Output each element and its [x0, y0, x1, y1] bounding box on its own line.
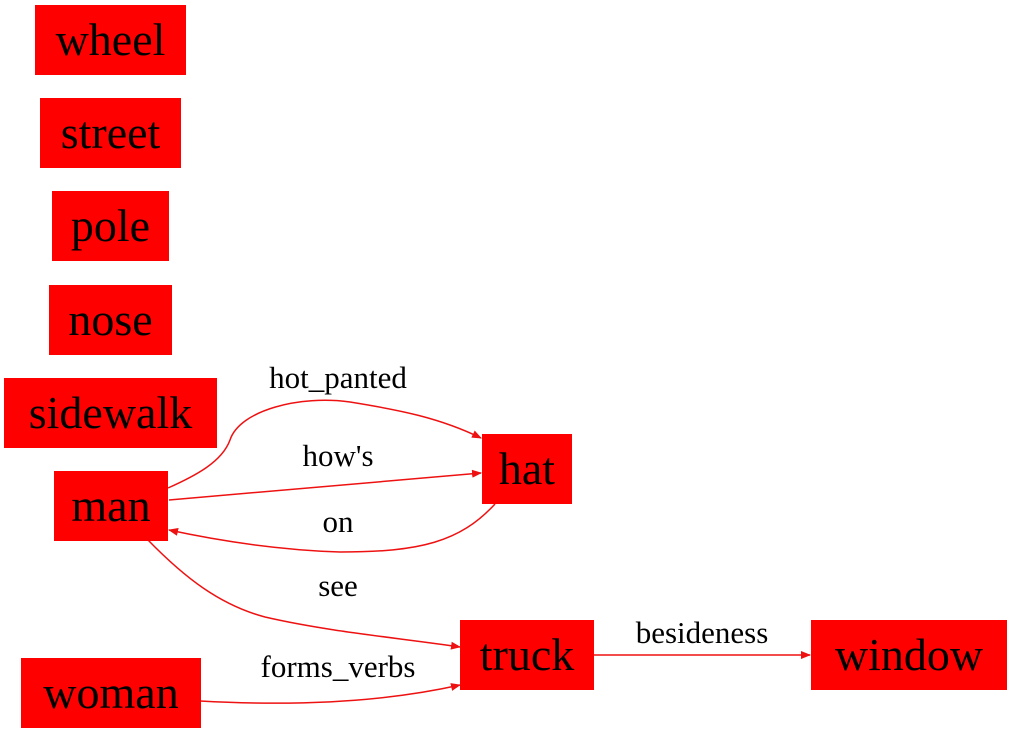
edge-man-hat-hows	[168, 469, 482, 501]
edge-label-hot-panted: hot_panted	[269, 360, 407, 395]
edge-woman-truck-forms-verbs	[199, 683, 461, 704]
node-woman-label: woman	[43, 667, 178, 718]
node-man-label: man	[71, 480, 150, 531]
node-hat: hat	[482, 434, 572, 504]
node-nose: nose	[49, 285, 172, 355]
node-street: street	[40, 98, 181, 168]
edge-labels: hot_panted how's on see forms_verbs besi…	[261, 360, 769, 684]
edge-man-truck-see	[147, 539, 461, 650]
edge-label-on: on	[323, 504, 355, 539]
edge-label-forms-verbs: forms_verbs	[261, 649, 416, 684]
node-truck: truck	[460, 620, 594, 690]
edge-label-see: see	[318, 568, 358, 603]
edge-label-hows: how's	[302, 438, 373, 473]
edge-label-besideness: besideness	[636, 615, 769, 650]
node-woman: woman	[21, 658, 201, 728]
node-wheel: wheel	[35, 5, 186, 75]
node-sidewalk-label: sidewalk	[29, 387, 193, 438]
node-pole-label: pole	[71, 200, 150, 251]
node-hat-label: hat	[499, 443, 555, 494]
node-pole: pole	[52, 191, 169, 261]
node-wheel-label: wheel	[56, 14, 166, 65]
nodes: wheel street pole nose sidewalk man hat	[4, 5, 1007, 728]
node-street-label: street	[61, 107, 161, 158]
node-truck-label: truck	[480, 629, 575, 680]
edge-hat-man-on	[168, 503, 496, 553]
node-man: man	[54, 471, 168, 541]
edge-man-hat-hot-panted	[167, 399, 482, 489]
edges	[147, 399, 811, 704]
node-nose-label: nose	[68, 294, 152, 345]
node-window-label: window	[835, 629, 984, 680]
node-sidewalk: sidewalk	[4, 378, 217, 448]
node-window: window	[811, 620, 1007, 690]
